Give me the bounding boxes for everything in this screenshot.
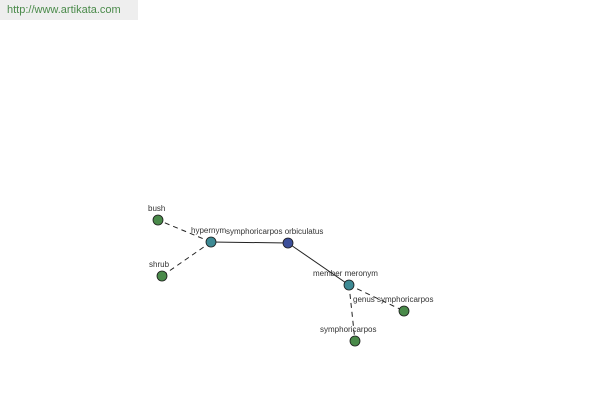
edge-hypernym-orbiculatus: [210, 241, 289, 244]
edge-member_meronym-genus: [348, 284, 405, 312]
url-banner: http://www.artikata.com: [0, 0, 138, 20]
node-label-symphoricarpos[interactable]: symphoricarpos: [320, 325, 376, 334]
node-orbiculatus[interactable]: [282, 237, 294, 249]
node-label-orbiculatus[interactable]: symphoricarpos orbiculatus: [226, 227, 323, 236]
node-label-genus[interactable]: genus symphoricarpos: [353, 295, 433, 304]
edge-member_meronym-symphoricarpos: [348, 284, 356, 342]
node-label-hypernym[interactable]: hypernym: [191, 226, 226, 235]
node-symphoricarpos[interactable]: [349, 335, 361, 347]
site-url-link[interactable]: http://www.artikata.com: [7, 4, 121, 16]
node-bush[interactable]: [152, 214, 164, 226]
node-label-bush[interactable]: bush: [148, 204, 165, 213]
edge-hypernym-shrub: [161, 241, 212, 277]
node-shrub[interactable]: [156, 270, 168, 282]
edge-orbiculatus-member_meronym: [287, 242, 350, 286]
node-hypernym[interactable]: [205, 236, 217, 248]
node-label-shrub[interactable]: shrub: [149, 260, 170, 269]
node-member_meronym[interactable]: [343, 279, 355, 291]
edge-hypernym-bush: [157, 219, 212, 243]
node-label-member_meronym[interactable]: member meronym: [313, 269, 378, 278]
node-genus[interactable]: [398, 305, 410, 317]
